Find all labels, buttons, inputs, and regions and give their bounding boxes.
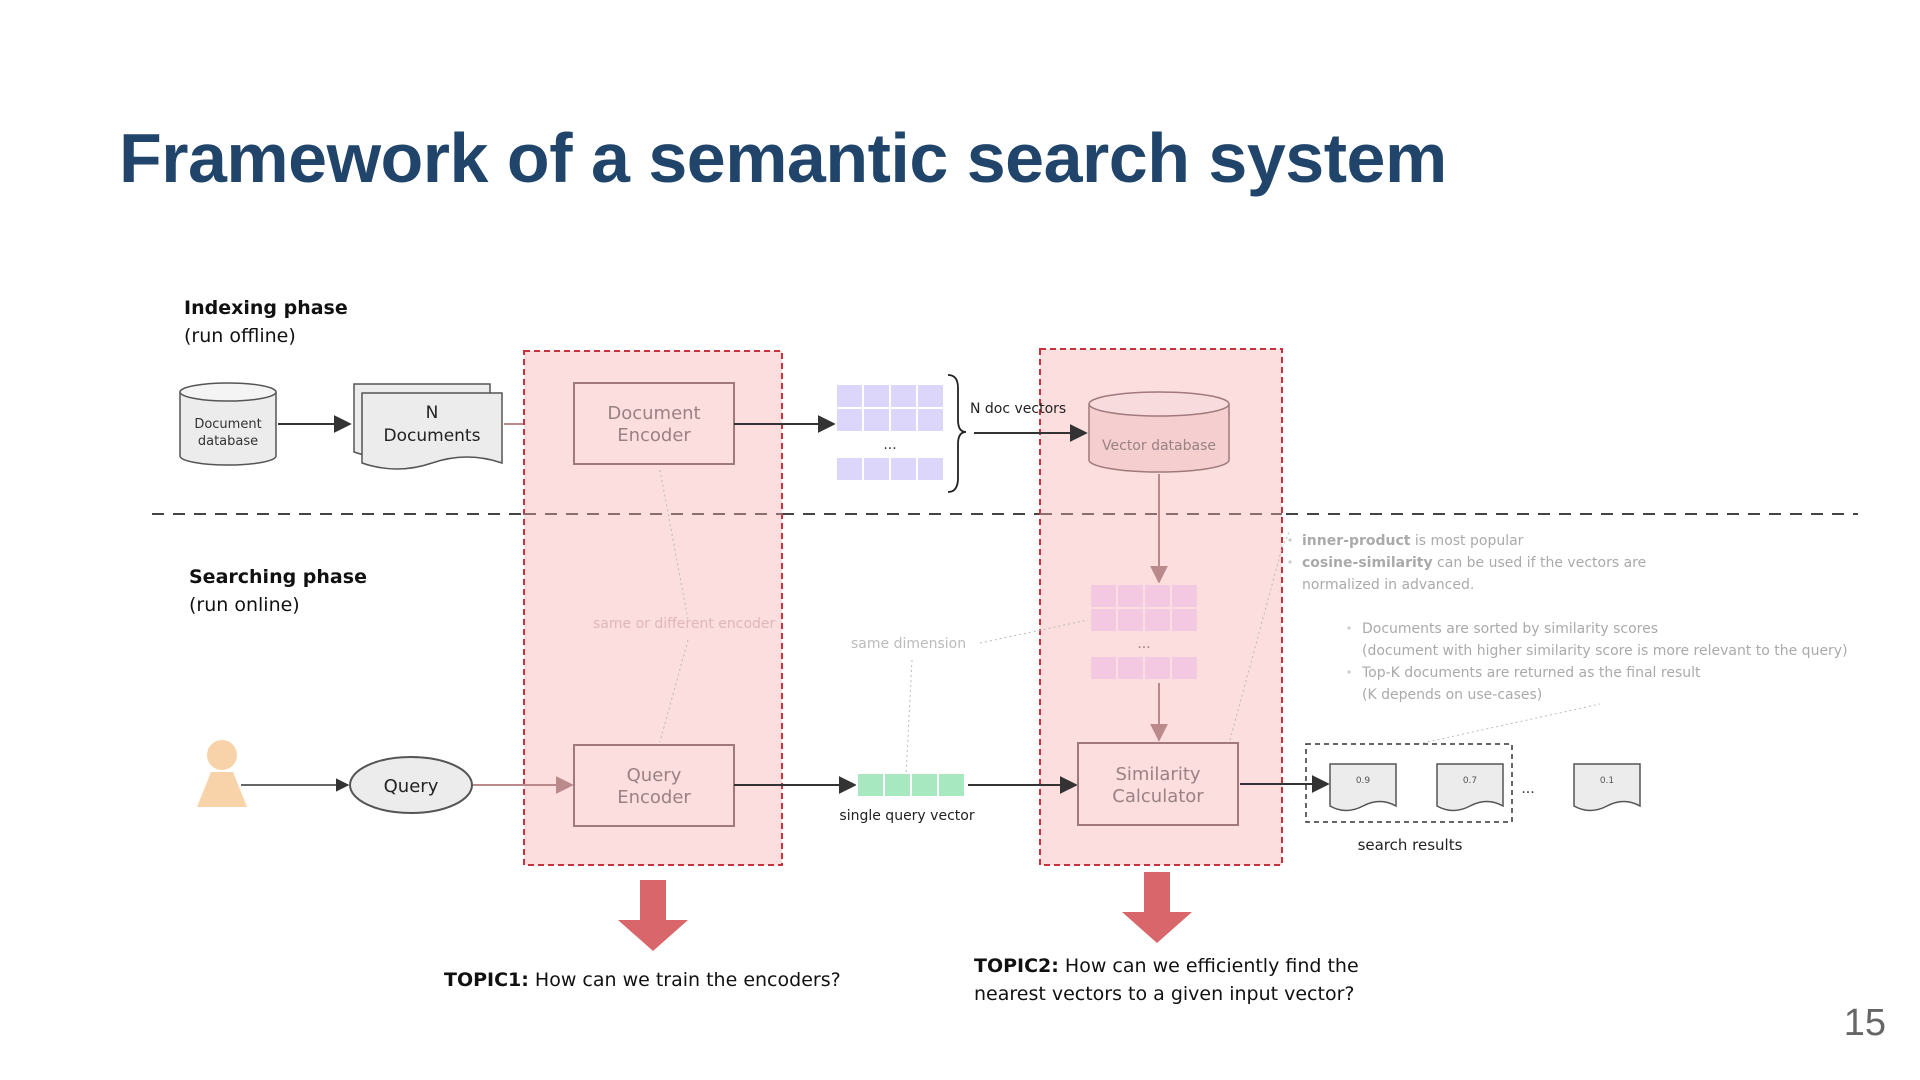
topic2-arrow-icon: [1122, 872, 1192, 943]
topic2-text-line2: nearest vectors to a given input vector?: [974, 983, 1354, 1005]
searching-phase-sub: (run online): [189, 594, 300, 616]
document-encoder-line1: Document: [607, 403, 700, 424]
similarity-note-3: normalized in advanced.: [1302, 577, 1474, 593]
query-vector: [856, 772, 966, 798]
query-encoder-line1: Query: [627, 765, 682, 786]
single-query-vector-label: single query vector: [839, 808, 974, 824]
document-database-line2: database: [198, 434, 258, 449]
page-number: 15: [1843, 1002, 1886, 1044]
result-score-2: 0.7: [1463, 776, 1477, 786]
indexing-phase-sub: (run offline): [184, 325, 296, 347]
document-vectors-ellipsis: ...: [883, 437, 896, 453]
document-encoder-box: [573, 382, 735, 465]
query-encoder-box: [573, 744, 735, 827]
indexing-phase-label: Indexing phase: [184, 297, 348, 319]
result-document-1: 0.9: [1329, 763, 1397, 812]
topic2-text-line1: TOPIC2: How can we efficiently find the: [974, 955, 1359, 977]
doc-vectors-brace: [947, 374, 967, 493]
ranking-note-2: (document with higher similarity score i…: [1362, 643, 1848, 659]
same-or-different-encoder-label: same or different encoder: [593, 616, 776, 632]
vector-database-label: Vector database: [1102, 438, 1216, 454]
query-encoder-line2: Encoder: [617, 787, 691, 808]
ranking-note-4: (K depends on use-cases): [1362, 687, 1542, 703]
n-documents-line2: Documents: [384, 426, 481, 446]
result-document-3: 0.1: [1573, 763, 1641, 812]
similarity-note-2: cosine-similarity can be used if the vec…: [1302, 555, 1646, 571]
n-documents-line1: N: [426, 403, 439, 423]
encoder-relation-leader: [659, 469, 689, 621]
query-label: Query: [384, 776, 439, 797]
similarity-calculator-line1: Similarity: [1115, 764, 1200, 785]
query-node: [349, 756, 473, 814]
topic1-arrow-icon: [618, 880, 688, 951]
results-ellipsis: ...: [1521, 781, 1534, 797]
dimension-leader-to-query: [905, 659, 913, 776]
vector-database-icon: Vector database: [1088, 391, 1230, 473]
document-vectors: [835, 383, 945, 482]
similarity-calculator-box: [1077, 742, 1239, 826]
result-score-3: 0.1: [1600, 776, 1614, 786]
document-encoder-line2: Encoder: [617, 425, 691, 446]
search-results-label: search results: [1358, 836, 1463, 854]
user-icon: [197, 740, 247, 807]
retrieved-vectors: [1089, 583, 1199, 681]
same-dimension-label: same dimension: [851, 636, 966, 652]
result-score-1: 0.9: [1356, 776, 1371, 786]
document-database-line1: Document: [194, 417, 261, 432]
n-documents-icon: N Documents: [353, 383, 503, 470]
top-k-results-frame: [1305, 743, 1513, 823]
result-document-2: 0.7: [1436, 763, 1504, 812]
ranking-notes: Documents are sorted by similarity score…: [1347, 621, 1848, 703]
similarity-note-leader-2: [1281, 529, 1291, 549]
slide-title: Framework of a semantic search system: [119, 119, 1447, 197]
ranking-note-leader: [1417, 703, 1601, 745]
dimension-leader-to-grid: [979, 619, 1089, 644]
n-doc-vectors-label: N doc vectors: [970, 401, 1066, 417]
retrieved-vectors-ellipsis: ...: [1137, 636, 1150, 652]
topic1-text: TOPIC1: How can we train the encoders?: [444, 969, 841, 991]
ranking-note-1: Documents are sorted by similarity score…: [1362, 621, 1658, 637]
similarity-notes: inner-product is most popular cosine-sim…: [1288, 533, 1646, 593]
similarity-note-1: inner-product is most popular: [1302, 533, 1524, 549]
similarity-calculator-line2: Calculator: [1112, 786, 1204, 807]
document-database-icon: Document database: [179, 382, 277, 466]
similarity-note-leader: [1229, 547, 1283, 741]
searching-phase-label: Searching phase: [189, 566, 367, 588]
ranking-note-3: Top-K documents are returned as the fina…: [1361, 665, 1701, 681]
